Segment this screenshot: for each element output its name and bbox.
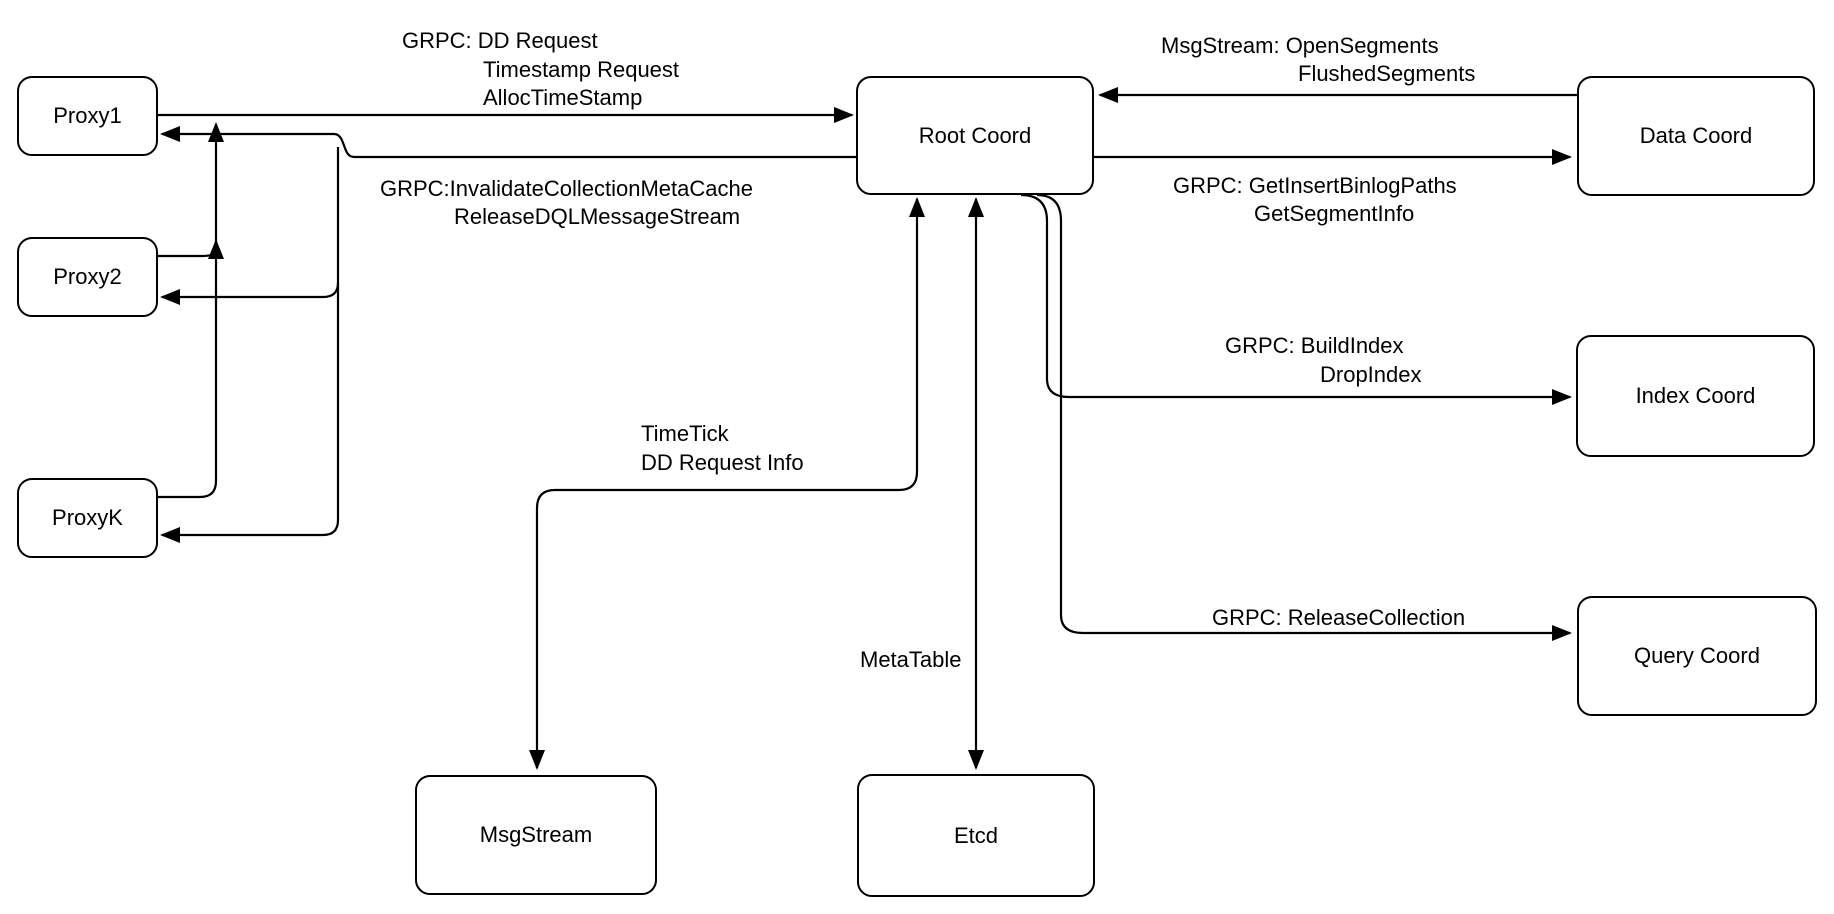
node-etcd: Etcd	[857, 774, 1095, 897]
edge-label-root-to-data-1: GRPC: GetInsertBinlogPaths	[1173, 173, 1457, 198]
node-proxy1: Proxy1	[17, 76, 158, 156]
edge-label-proxy-to-root-3: AllocTimeStamp	[483, 85, 643, 110]
edge-label-proxy-to-root-2: Timestamp Request	[483, 57, 680, 82]
edge-rootcoord-to-proxy2	[160, 282, 340, 305]
edge-label-root-to-msgstream-2: DD Request Info	[641, 450, 804, 475]
node-proxy2-label: Proxy2	[53, 264, 122, 289]
edge-label-root-to-query-1: GRPC: ReleaseCollection	[1212, 605, 1466, 630]
node-root-coord-label: Root Coord	[918, 122, 1032, 148]
edge-label-proxy-to-root-1: GRPC: DD Request	[402, 28, 598, 53]
node-proxy1-label: Proxy1	[53, 103, 122, 128]
node-proxyk: ProxyK	[17, 478, 158, 558]
edge-rootcoord-to-proxyk	[160, 147, 340, 543]
edge-proxyk-merge	[158, 122, 224, 499]
node-proxy2: Proxy2	[17, 237, 158, 317]
edge-label-root-to-index-2: DropIndex	[1320, 362, 1422, 387]
node-index-coord: Index Coord	[1576, 335, 1815, 457]
node-query-coord-label: Query Coord	[1634, 643, 1760, 668]
edge-label-root-to-proxy-2: ReleaseDQLMessageStream	[454, 204, 741, 229]
node-msgstream: MsgStream	[415, 775, 657, 895]
node-proxyk-label: ProxyK	[52, 505, 123, 530]
edge-label-root-to-msgstream-1: TimeTick	[641, 421, 729, 446]
edge-label-root-to-data-2: GetSegmentInfo	[1254, 201, 1415, 226]
node-root-coord: Root Coord	[856, 76, 1094, 195]
node-data-coord: Data Coord	[1577, 76, 1815, 196]
edge-label-root-to-etcd-1: MetaTable	[860, 647, 962, 672]
edge-label-data-to-root-2: FlushedSegments	[1298, 61, 1476, 86]
node-index-coord-label: Index Coord	[1635, 383, 1756, 408]
edge-rootcoord-msgstream	[529, 197, 925, 770]
edge-rootcoord-to-querycoord	[1036, 193, 1572, 641]
node-query-coord: Query Coord	[1577, 596, 1817, 716]
edge-label-root-to-proxy-1: GRPC:InvalidateCollectionMetaCache	[380, 176, 753, 201]
node-etcd-label: Etcd	[953, 822, 999, 848]
node-data-coord-label: Data Coord	[1639, 123, 1753, 148]
edge-proxy2-merge	[158, 239, 224, 259]
edge-rootcoord-to-proxy1	[160, 126, 856, 159]
edge-label-root-to-index-1: GRPC: BuildIndex	[1225, 333, 1404, 358]
node-msgstream-label: MsgStream	[479, 822, 593, 847]
edge-label-data-to-root-1: MsgStream: OpenSegments	[1161, 33, 1439, 58]
